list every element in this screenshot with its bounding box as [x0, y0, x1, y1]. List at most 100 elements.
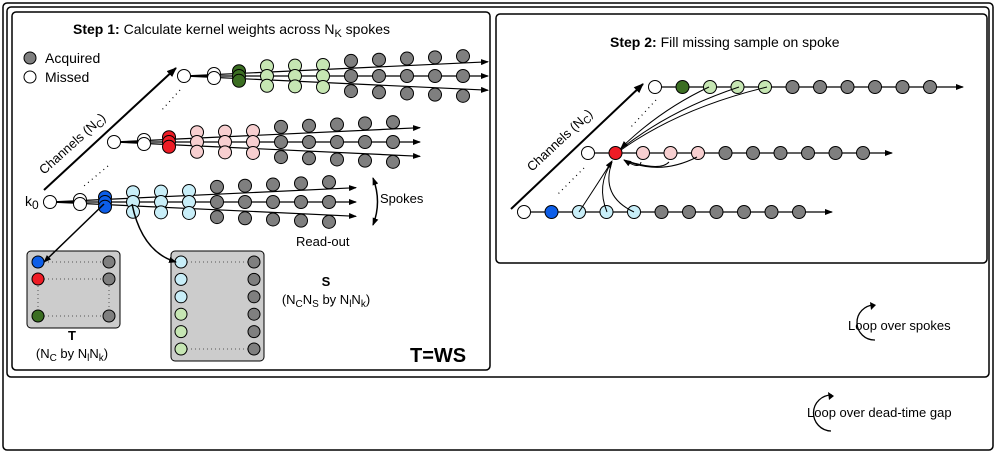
step2-spoke-2 — [517, 205, 833, 219]
acquired-sample — [868, 80, 882, 94]
S-dims: (NCNS by NlNk) — [282, 292, 370, 310]
step2-kernel-arrows — [578, 86, 768, 213]
acquired-sample — [274, 135, 288, 149]
acquired-sample — [400, 69, 414, 83]
acquired-sample — [358, 116, 372, 131]
lightblue-to-S-arrow — [131, 203, 177, 263]
acquired-sample — [322, 175, 336, 190]
S-source-sample — [174, 307, 188, 321]
acquired-sample — [274, 150, 288, 165]
acquired-sample — [386, 135, 400, 149]
S-source-sample — [174, 325, 188, 339]
acquired-sample — [344, 53, 358, 68]
acquired-sample — [709, 205, 724, 219]
legend: Acquired Missed — [23, 50, 100, 85]
sample — [648, 80, 662, 94]
acquired-sample — [737, 205, 751, 219]
T-acquired-sample — [102, 309, 116, 323]
sample — [581, 146, 595, 160]
S-source-sample — [174, 272, 188, 286]
kernel-source-sample — [182, 205, 196, 220]
acquired-sample — [400, 86, 414, 101]
step2-channels-arrow — [510, 83, 644, 210]
T-row-sample — [31, 272, 45, 286]
S-acquired-sample — [247, 290, 261, 304]
sample — [663, 146, 678, 160]
step2-panel — [495, 13, 988, 264]
acquired-sample — [682, 205, 696, 219]
acquired-sample — [400, 51, 414, 66]
acquired-sample — [358, 153, 372, 168]
acquired-sample — [840, 80, 855, 94]
S-source-sample — [174, 255, 188, 269]
loop-over-dead-time: Loop over dead-time gap — [807, 392, 952, 432]
acquired-sample — [330, 152, 344, 167]
blue-to-T-arrow — [43, 203, 105, 263]
spokes-label: Spokes — [380, 191, 424, 206]
acquired-sample — [330, 117, 344, 132]
S-source-sample — [174, 290, 188, 304]
acquired-sample — [428, 69, 442, 83]
T-matrix — [26, 250, 121, 329]
acquired-sample — [654, 205, 669, 219]
acquired-sample — [302, 135, 316, 149]
acquired-sample — [801, 146, 815, 160]
step2-title: Step 2: Fill missing sample on spoke — [610, 34, 840, 50]
S-acquired-sample — [247, 342, 261, 356]
missed-sample — [137, 137, 151, 151]
spoke-fan-1 — [107, 115, 421, 169]
acquired-sample — [266, 195, 280, 209]
S-matrix-entries — [174, 255, 261, 356]
spoke-fan-2 — [43, 175, 357, 229]
step2-spoke-0 — [648, 80, 964, 94]
step2-spoke-1 — [581, 146, 893, 160]
missed-sample — [207, 71, 221, 85]
acquired-sample — [792, 205, 806, 219]
channel-ellipsis — [83, 165, 109, 187]
loop-over-spokes: Loop over spokes — [848, 302, 951, 341]
step1-panel — [11, 11, 491, 371]
acquired-sample — [330, 135, 344, 149]
acquired-sample — [856, 146, 870, 160]
S-acquired-sample — [247, 272, 261, 286]
acquired-sample — [828, 146, 843, 160]
acquired-sample — [344, 69, 358, 83]
acquired-sample — [294, 176, 308, 191]
acquired-sample — [322, 214, 336, 229]
kernel-source-sample — [190, 144, 204, 159]
legend-missed-label: Missed — [45, 69, 89, 85]
channels-arrow — [43, 67, 177, 191]
missed-sample — [43, 195, 57, 209]
acquired-sample — [923, 80, 937, 94]
loop-spokes-label: Loop over spokes — [848, 318, 951, 333]
k0-label: k0 — [25, 193, 39, 212]
T-label: T — [68, 328, 76, 343]
kernel-target-sample — [162, 139, 176, 154]
acquired-sample — [785, 80, 800, 94]
kernel-source-sample — [154, 205, 168, 220]
acquired-sample — [358, 135, 372, 149]
acquired-sample — [773, 146, 788, 160]
S-acquired-sample — [247, 255, 261, 269]
sample — [675, 80, 690, 94]
legend-acquired-label: Acquired — [45, 50, 100, 66]
spoke-fan-0 — [177, 49, 489, 103]
acquired-sample — [302, 118, 316, 133]
acquired-sample — [372, 85, 386, 100]
kernel-target-sample — [232, 73, 246, 88]
loop-deadtime-arrowhead — [828, 392, 834, 400]
missed-sample — [177, 69, 191, 83]
S-acquired-sample — [247, 325, 261, 339]
acquired-sample — [456, 49, 470, 64]
acquired-sample — [344, 84, 358, 99]
acquired-sample — [210, 179, 224, 194]
acquired-sample — [386, 115, 400, 130]
sample — [544, 205, 559, 219]
acquired-sample — [210, 210, 224, 225]
kernel-source-sample — [218, 145, 232, 160]
acquired-sample — [428, 87, 442, 102]
kernel-target-sample — [98, 199, 112, 214]
acquired-sample — [372, 52, 386, 67]
acquired-sample — [294, 195, 308, 209]
